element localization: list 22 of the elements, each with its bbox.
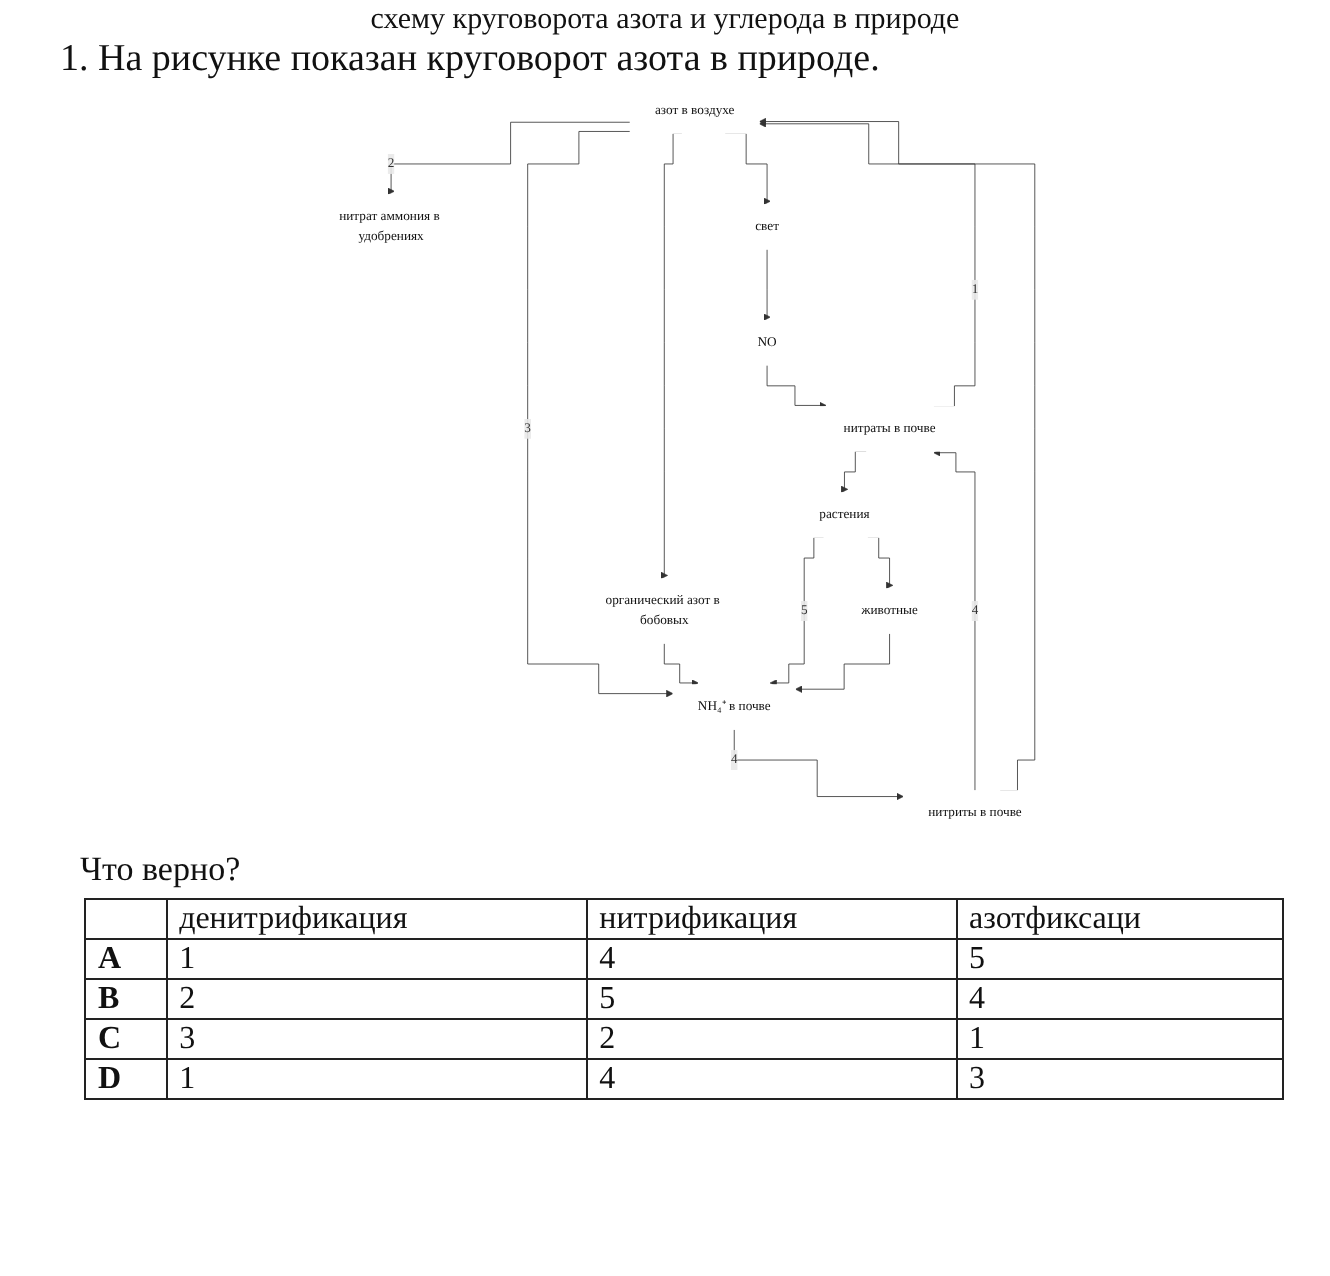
cropped-heading: схему круговорота азота и углерода в природе — [368, 4, 962, 38]
table-cell: 5 — [586, 979, 957, 1019]
table-cell: 5 — [956, 939, 1283, 979]
table-cell: 3 — [166, 1019, 587, 1059]
table-cell: A — [85, 939, 167, 979]
question-title: 1. На рисунке показан круговорот азота в природе. — [60, 38, 882, 82]
table-cell: нитрификация — [586, 899, 957, 939]
question-text: Что верно? — [80, 850, 241, 890]
table-cell: D — [85, 1059, 167, 1099]
table-cell: 3 — [956, 1059, 1283, 1099]
table-cell: C — [85, 1019, 167, 1059]
table-cell: 4 — [956, 979, 1283, 1019]
table-cell: 1 — [166, 1059, 587, 1099]
table-cell: 2 — [166, 979, 587, 1019]
table-cell: 4 — [586, 939, 957, 979]
table-cell: B — [85, 979, 167, 1019]
table-cell: денитрификация — [166, 899, 587, 939]
table-cell: 4 — [586, 1059, 957, 1099]
table-cell: азотфиксаци — [956, 899, 1283, 939]
table-cell: 1 — [166, 939, 587, 979]
table-cell: 1 — [956, 1019, 1283, 1059]
table-cell: 2 — [586, 1019, 957, 1059]
